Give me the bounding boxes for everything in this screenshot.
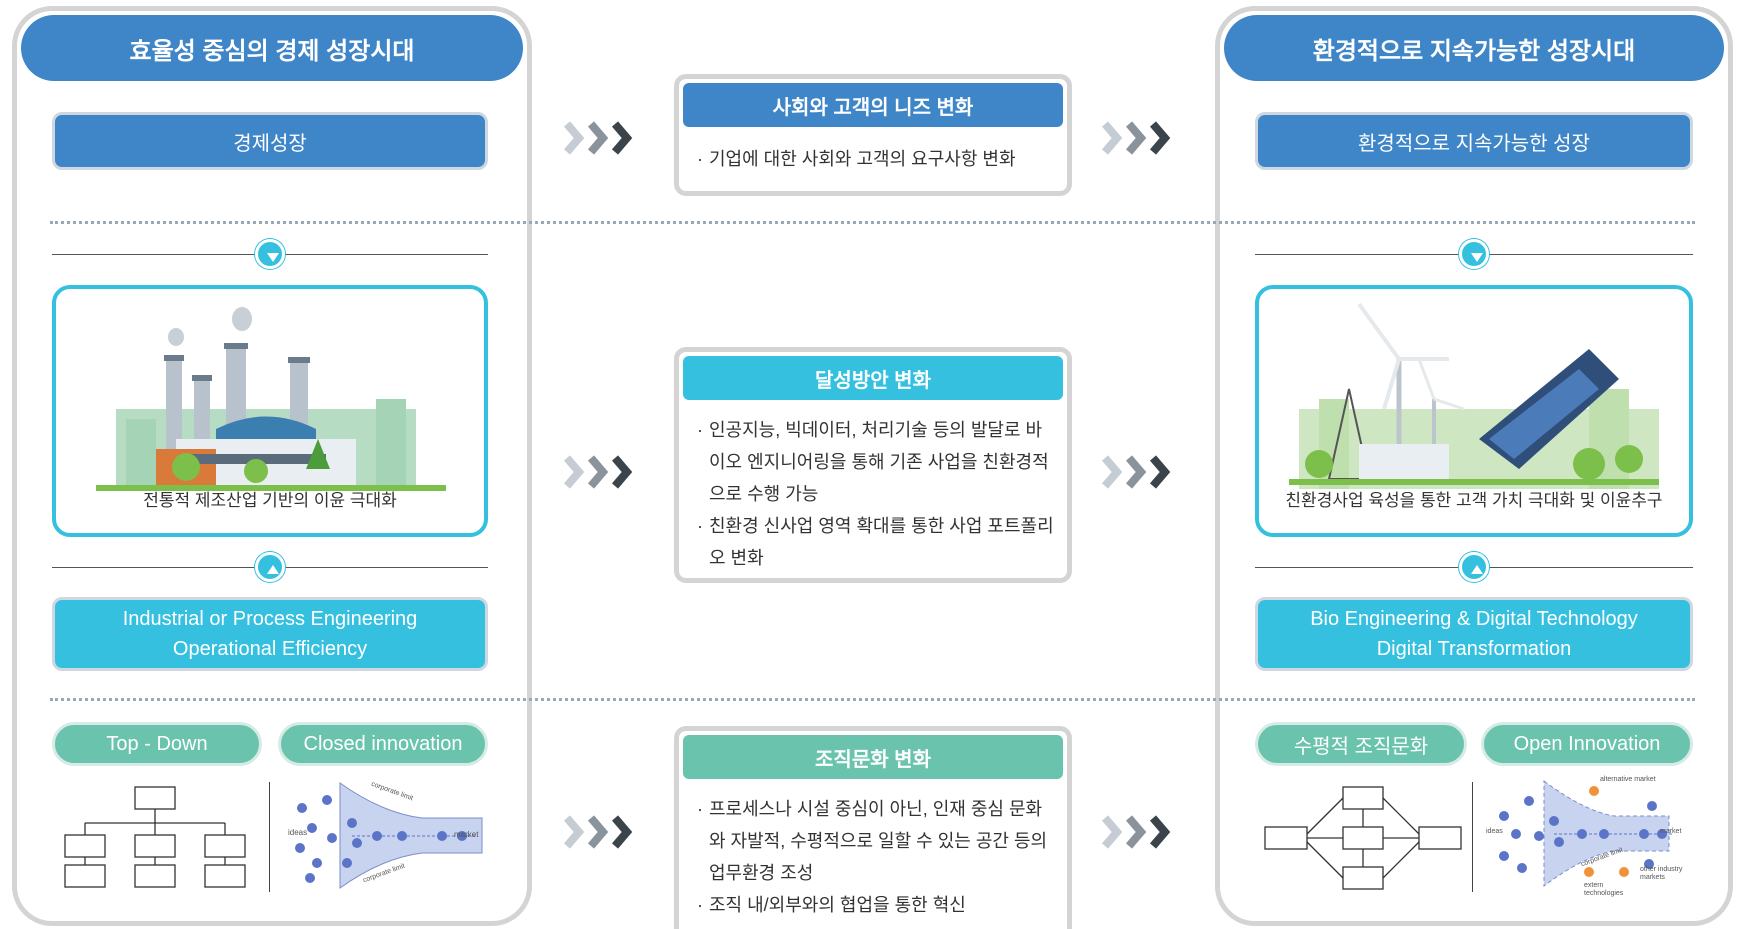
right-engineering-box: Bio Engineering & Digital Technology Dig… [1255,597,1693,671]
left-engineering-line1: Industrial or Process Engineering [122,608,418,630]
center-box-method-change: 달성방안 변화 인공지능, 빅데이터, 처리기술 등의 발달로 바이오 엔지니어… [674,347,1072,583]
center-box3-item-2: 조직 내/외부와의 협업을 통한 혁신 [697,889,1055,921]
right-funnel-extern-label: extern technologies [1584,882,1624,897]
right-down-arrow-icon [1459,239,1489,269]
down-arrow-icon [255,239,285,269]
center-box3-body: 프로세스나 시설 중심이 아닌, 인재 중심 문화와 자발적, 수평적으로 일할… [697,793,1055,921]
triple-chevron-icon [563,455,633,489]
center-box2-item-2: 친환경 신사업 영역 확대를 통한 사업 포트폴리오 변화 [697,510,1055,574]
center-box3-title: 조직문화 변화 [683,735,1063,779]
left-pill-closed-innovation: Closed innovation [278,722,488,766]
center-box2-title: 달성방안 변화 [683,356,1063,400]
dotted-divider-bottom [50,698,1695,701]
right-pill-open-innovation: Open Innovation [1481,722,1693,766]
center-box-needs-change: 사회와 고객의 니즈 변화 기업에 대한 사회와 고객의 요구사항 변화 [674,74,1072,196]
center-box1-body: 기업에 대한 사회와 고객의 요구사항 변화 [697,143,1055,175]
left-closed-innovation-funnel: ideas market corporate limit corporate l… [282,778,492,893]
left-panel-title: 효율성 중심의 경제 성장시대 [21,15,523,81]
left-engineering-line2: Operational Efficiency [172,638,368,660]
up-arrow-icon [255,552,285,582]
right-funnel-other-markets-label: other industry markets [1640,866,1683,881]
right-image-caption: 친환경사업 육성을 통한 고객 가치 극대화 및 이윤추구 [1285,491,1663,510]
triple-chevron-icon [563,121,633,155]
center-box1-item: 기업에 대한 사회와 고객의 요구사항 변화 [697,143,1055,175]
right-network-org-diagram [1264,786,1462,890]
triple-chevron-icon [1101,815,1171,849]
dotted-divider-top [50,221,1695,224]
triple-chevron-icon [563,815,633,849]
right-pill-horizontal-culture: 수평적 조직문화 [1255,722,1467,766]
center-box1-title: 사회와 고객의 니즈 변화 [683,83,1063,127]
left-pill-top-down: Top - Down [52,722,262,766]
wind-solar-illustration [1289,302,1659,489]
left-vertical-divider [269,782,270,892]
left-engineering-box: Industrial or Process Engineering Operat… [52,597,488,671]
center-box2-item-1: 인공지능, 빅데이터, 처리기술 등의 발달로 바이오 엔지니어링을 통해 기존… [697,414,1055,510]
triple-chevron-icon [1101,455,1171,489]
left-top-box: 경제성장 [52,112,488,170]
right-engineering-line2: Digital Transformation [1376,638,1572,660]
triple-chevron-icon [1101,121,1171,155]
left-funnel-ideas-label: ideas [288,828,308,837]
right-funnel-alt-market-label: alternative market [1600,776,1656,783]
center-box2-body: 인공지능, 빅데이터, 처리기술 등의 발달로 바이오 엔지니어링을 통해 기존… [697,414,1055,574]
right-top-box: 환경적으로 지속가능한 성장 [1255,112,1693,170]
left-factory-image-box: 전통적 제조산업 기반의 이윤 극대화 [52,285,488,537]
right-eco-image-box: 친환경사업 육성을 통한 고객 가치 극대화 및 이윤추구 [1255,285,1693,537]
right-open-innovation-funnel: ideas market alternative market other in… [1484,776,1694,902]
right-funnel-ideas-label: ideas [1486,828,1503,835]
factory-illustration [96,307,446,491]
right-vertical-divider [1472,782,1473,892]
center-box-culture-change: 조직문화 변화 프로세스나 시설 중심이 아닌, 인재 중심 문화와 자발적, … [674,726,1072,929]
center-box3-item-1: 프로세스나 시설 중심이 아닌, 인재 중심 문화와 자발적, 수평적으로 일할… [697,793,1055,889]
left-org-chart-diagram [64,786,246,888]
right-engineering-line1: Bio Engineering & Digital Technology [1310,608,1638,630]
right-up-arrow-icon [1459,552,1489,582]
right-panel-title: 환경적으로 지속가능한 성장시대 [1224,15,1724,81]
left-funnel-market-label: market [454,830,479,839]
right-funnel-market-label: market [1660,828,1682,835]
left-image-caption: 전통적 제조산업 기반의 이윤 극대화 [143,491,397,510]
